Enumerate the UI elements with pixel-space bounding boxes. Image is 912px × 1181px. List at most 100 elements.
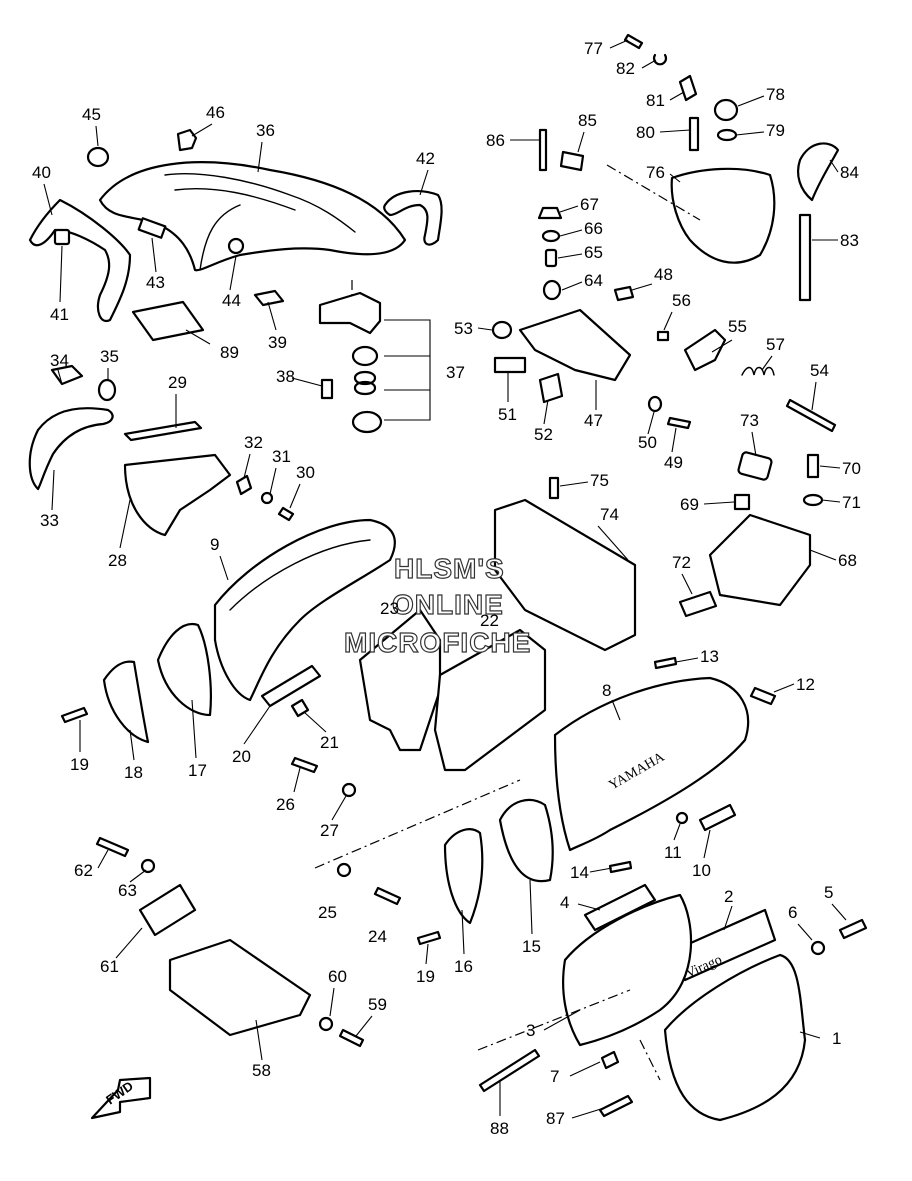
bolt-19a: [60, 706, 89, 724]
callout: 42: [416, 149, 435, 168]
callout: 13: [700, 647, 719, 666]
callout: 46: [206, 103, 225, 122]
callout: 72: [672, 553, 691, 572]
washer-11: [675, 811, 689, 825]
callout: 33: [40, 511, 59, 530]
callout: 8: [602, 681, 611, 700]
bolt-5: [838, 918, 868, 940]
grommet-69: [733, 493, 751, 511]
lever-55: [683, 328, 727, 372]
bracket-58: [168, 938, 312, 1037]
bracket-23: [358, 608, 442, 752]
callout: 25: [318, 903, 337, 922]
bolt-38: [320, 378, 334, 400]
washer-27: [341, 782, 357, 798]
callout: 31: [272, 447, 291, 466]
clip-56: [656, 330, 670, 342]
callout: 65: [584, 243, 603, 262]
bolt-49: [666, 416, 692, 430]
callout: 44: [222, 291, 241, 310]
callout: 66: [584, 219, 603, 238]
guard-28: [123, 453, 232, 537]
callout: 80: [636, 123, 655, 142]
clip-10: [698, 803, 737, 832]
leader-lines: [43, 39, 847, 1119]
plate-22: [433, 628, 547, 772]
strip-87: [598, 1094, 634, 1118]
callout: 85: [578, 111, 597, 130]
pad-72: [678, 590, 718, 618]
washer-79: [716, 128, 738, 142]
bolt-62: [95, 836, 130, 858]
callout-labels: 1 2 3 4 5 6 7 8 9 10 11 12 13 14 15 16 1…: [32, 39, 861, 1138]
bracket-33: [28, 407, 114, 491]
clip-7: [600, 1050, 620, 1070]
cover-16: [443, 828, 484, 925]
callout: 37: [446, 363, 465, 382]
callout: 56: [672, 291, 691, 310]
front-grip-part: [383, 190, 443, 246]
callout: 71: [842, 493, 861, 512]
callout: 3: [526, 1021, 535, 1040]
washer-71: [802, 493, 824, 507]
cover-18: [102, 660, 150, 744]
callout: 86: [486, 131, 505, 150]
bolt-75: [548, 476, 560, 500]
callout: 74: [600, 505, 619, 524]
plate-52: [538, 372, 564, 404]
callout: 82: [616, 59, 635, 78]
hose-83: [798, 213, 812, 302]
callout: 79: [766, 121, 785, 140]
callout: 70: [842, 459, 861, 478]
callout: 60: [328, 967, 347, 986]
callout: 30: [296, 463, 315, 482]
callout: 22: [480, 611, 499, 630]
cap-45: [86, 146, 110, 168]
callout: 87: [546, 1109, 565, 1128]
callout: 16: [454, 957, 473, 976]
callout: 14: [570, 863, 589, 882]
bracket-61: [138, 883, 197, 937]
callout: 5: [824, 883, 833, 902]
callout: 59: [368, 995, 387, 1014]
callout: 26: [276, 795, 295, 814]
callout: 81: [646, 91, 665, 110]
washer-66: [541, 229, 561, 243]
callout: 19: [416, 967, 435, 986]
washer-60: [318, 1016, 334, 1032]
callout: 88: [490, 1119, 509, 1138]
centerline-a: [606, 164, 701, 221]
callout: 68: [838, 551, 857, 570]
box-74: [493, 498, 637, 652]
callout: 4: [560, 893, 569, 912]
callout: 84: [840, 163, 859, 182]
pin-77: [623, 33, 644, 50]
joint-51: [493, 356, 527, 374]
clip-41: [53, 228, 71, 246]
callout: 34: [50, 351, 69, 370]
callout: 6: [788, 903, 797, 922]
damper-35: [97, 378, 117, 402]
collar-53: [491, 320, 513, 340]
callout: 15: [522, 937, 541, 956]
callout: 77: [584, 39, 603, 58]
bracket-37: [318, 291, 431, 434]
centerline-b: [314, 779, 521, 869]
sleeve-65: [544, 248, 558, 268]
callout: 43: [146, 273, 165, 292]
callout: 18: [124, 763, 143, 782]
callout: 21: [320, 733, 339, 752]
shaft-54: [785, 398, 837, 433]
callout: 11: [664, 843, 682, 862]
washer-50: [647, 395, 663, 413]
callout: 10: [692, 861, 711, 880]
callout: 41: [50, 305, 69, 324]
washer-31: [260, 491, 274, 505]
bolt-59: [338, 1028, 365, 1048]
callout: 51: [498, 405, 517, 424]
callout: 47: [584, 411, 603, 430]
callout: 58: [252, 1061, 271, 1080]
callout: 20: [232, 747, 251, 766]
callout: 32: [244, 433, 263, 452]
